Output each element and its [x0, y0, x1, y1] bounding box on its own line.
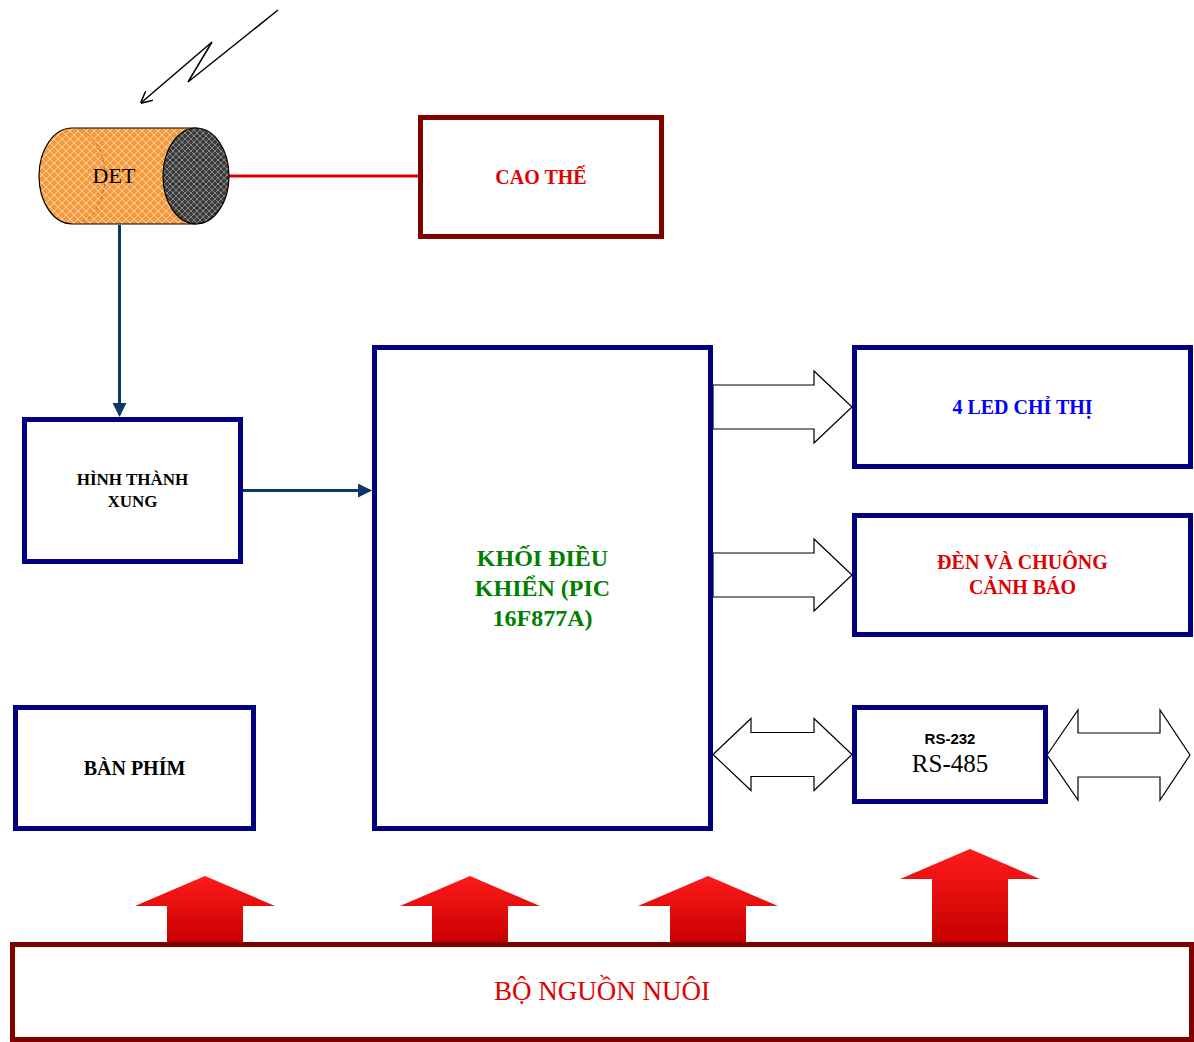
detector-cylinder: DET — [38, 127, 230, 225]
led-indicator-box: 4 LED CHỈ THỊ — [852, 345, 1193, 469]
bus-arrow — [713, 719, 852, 791]
detector-label: DET — [93, 162, 136, 190]
external-link-arrow — [1047, 710, 1190, 800]
signal-arrow — [243, 490, 370, 491]
block-label: ĐÈN VÀ CHUÔNG CẢNH BÁO — [908, 550, 1138, 600]
bus-arrow — [713, 539, 852, 611]
block-label: RS-232 — [925, 730, 976, 749]
power-arrow — [400, 876, 540, 942]
power-arrow — [900, 849, 1040, 942]
block-label: HÌNH THÀNH XUNG — [63, 469, 203, 512]
serial-port-box: RS-232RS-485 — [852, 705, 1048, 804]
block-label: 4 LED CHỈ THỊ — [952, 395, 1092, 420]
radiation-symbol — [142, 10, 278, 102]
power-supply-band: BỘ NGUỒN NUÔI — [10, 942, 1194, 1042]
high-voltage-wire — [197, 176, 418, 177]
power-arrow — [135, 876, 275, 942]
signal-arrow — [119, 225, 120, 415]
controller-box: KHỐI ĐIỀU KHIỂN (PIC 16F877A) — [372, 345, 713, 831]
pulse-shaping-box: HÌNH THÀNH XUNG — [22, 417, 243, 564]
high-voltage-box: CAO THẾ — [418, 115, 664, 239]
bus-arrow — [713, 371, 852, 443]
block-label: BỘ NGUỒN NUÔI — [494, 975, 710, 1009]
keyboard-box: BÀN PHÍM — [13, 705, 256, 831]
alarm-box: ĐÈN VÀ CHUÔNG CẢNH BÁO — [852, 513, 1193, 637]
block-label: RS-485 — [912, 748, 988, 779]
block-label: CAO THẾ — [495, 165, 586, 190]
block-label: BÀN PHÍM — [84, 756, 186, 781]
block-label: KHỐI ĐIỀU KHIỂN (PIC 16F877A) — [438, 543, 648, 633]
power-arrow — [638, 876, 778, 942]
